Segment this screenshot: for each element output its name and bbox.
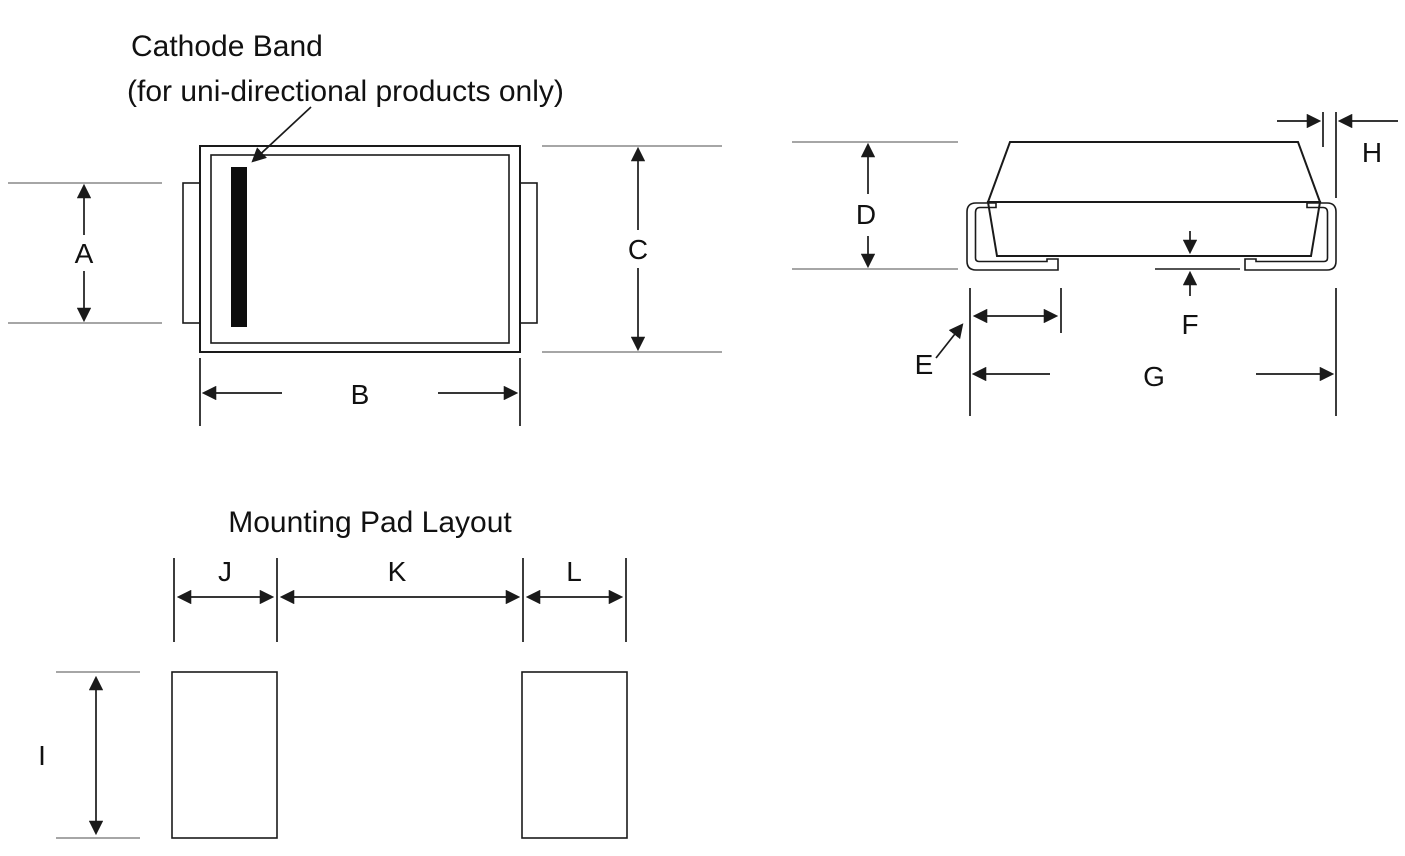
cathode-note-line2: (for uni-directional products only)	[127, 75, 564, 108]
dim-j-label: J	[218, 556, 232, 587]
package-side-view	[966, 141, 1337, 271]
dim-h-label: H	[1362, 137, 1382, 168]
cathode-note-leader-arrow	[251, 106, 312, 163]
right-terminal	[519, 182, 538, 324]
dimension-g: G	[969, 288, 1337, 416]
left-lead	[966, 202, 1059, 271]
dimension-jkl: J K L	[173, 556, 627, 642]
cathode-band-note: Cathode Band (for uni-directional produc…	[127, 30, 564, 163]
dimension-e: E	[915, 288, 1062, 380]
package-body-outline	[199, 145, 521, 353]
package-lower-body	[986, 201, 1322, 257]
dim-e-leader-arrow	[935, 323, 964, 359]
right-lead	[1244, 202, 1337, 271]
dim-a-label: A	[75, 238, 94, 269]
package-top-view	[182, 145, 538, 353]
dim-f-label: F	[1181, 309, 1198, 340]
dimension-a: A	[8, 182, 162, 324]
dim-k-label: K	[388, 556, 407, 587]
dim-c-label: C	[628, 234, 648, 265]
dimension-b: B	[199, 358, 521, 426]
cathode-note-line1: Cathode Band	[131, 30, 323, 63]
cathode-band	[231, 167, 247, 327]
mounting-pad-right	[521, 671, 628, 839]
dimension-h: H	[1277, 112, 1398, 198]
package-body-inner-outline	[210, 154, 510, 344]
dim-d-label: D	[856, 199, 876, 230]
left-terminal	[182, 182, 201, 324]
dim-i-label: I	[38, 740, 46, 771]
dimension-c: C	[542, 145, 722, 353]
dim-e-label: E	[915, 349, 934, 380]
dimension-d: D	[792, 141, 958, 270]
mounting-pad-left	[171, 671, 278, 839]
package-upper-body	[986, 141, 1322, 203]
mounting-pad-layout-title: Mounting Pad Layout	[228, 506, 512, 539]
dim-b-label: B	[351, 379, 370, 410]
dimension-i: I	[38, 671, 140, 839]
mounting-pads	[171, 671, 628, 839]
dim-g-label: G	[1143, 361, 1165, 392]
dim-l-label: L	[566, 556, 582, 587]
dimension-f: F	[1155, 231, 1240, 340]
